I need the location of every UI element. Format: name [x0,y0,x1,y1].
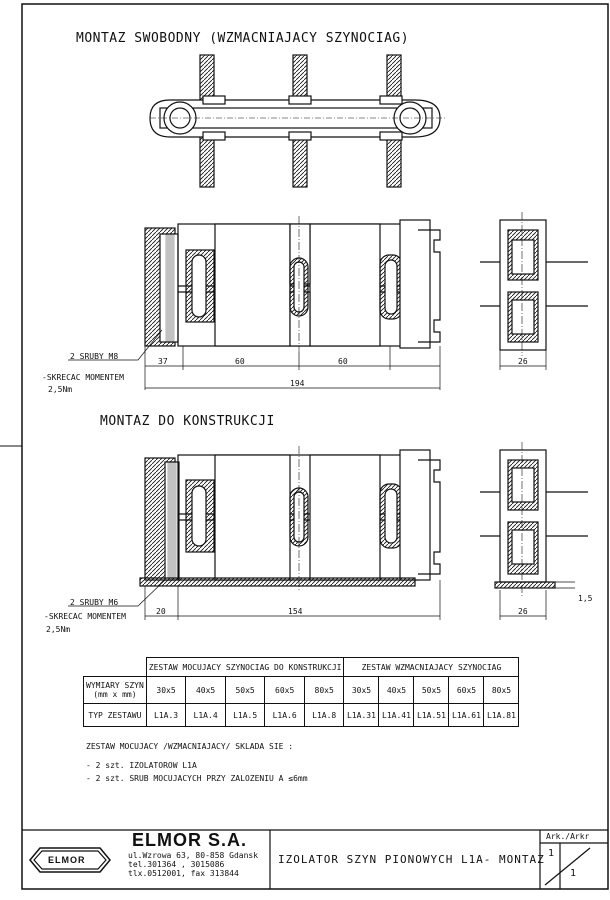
type-cell: L1A.3 [145,703,187,727]
sheet-label: Ark./Arkr [546,832,590,841]
note-line-3: - 2 szt. SRUB MOCUJACYCH PRZY ZALOZENIU … [86,774,308,783]
type-cell: L1A.31 [343,703,380,727]
size-cell: 60x5 [264,676,305,704]
type-cell: L1A.5 [224,703,266,727]
size-cell: 80x5 [483,676,520,704]
type-cell: L1A.4 [185,703,226,727]
dim-60-a: 60 [235,357,245,366]
dim-1-5: 1,5 [578,594,593,603]
side-view-2 [480,442,588,596]
dim-194: 194 [290,379,305,388]
type-cell: L1A.41 [378,703,415,727]
dim-26-b: 26 [518,607,528,616]
size-cell: 30x5 [343,676,380,704]
table-row-sizes: WYMIARY SZYN (mm x mm) 30x5 40x5 50x5 60… [83,676,520,704]
drawing-title: IZOLATOR SZYN PIONOWYCH L1A- MONTAZ [278,853,545,866]
types-label: TYP ZESTAWU [83,703,147,727]
heading-free-mount: MONTAZ SWOBODNY (WZMACNIAJACY SZYNOCIAG) [76,31,410,46]
note-line-1: ZESTAW MOCUJACY /WZMACNIAJACY/ SKLADA SI… [86,742,294,751]
group-a-header: ZESTAW MOCUJACY SZYNOCIAG DO KONSTRUKCJI [145,657,345,677]
size-cell: 50x5 [224,676,266,704]
top-view [149,54,445,188]
address-line-2: tel.301364 , 3015086 [128,860,225,869]
front-view-2 [139,446,441,590]
heading-structure-mount: MONTAZ DO KONSTRUKCJI [100,414,275,429]
title-block-frame [22,829,608,889]
sheet-total: 1 [570,868,577,879]
dim-20: 20 [156,607,166,616]
torque-label-1: -SKRECAC MOMENTEM [42,373,124,382]
side-view-1 [480,212,588,356]
size-cell: 80x5 [303,676,345,704]
sheet-frame [0,3,609,890]
sets-table: ZESTAW MOCUJACY SZYNOCIAG DO KONSTRUKCJI… [83,657,520,727]
sizes-label-1: WYMIARY SZYN [86,681,144,690]
address-line-1: ul.Wzrowa 63, 80-858 Gdansk [128,851,259,860]
dim-37: 37 [158,357,168,366]
type-cell: L1A.61 [448,703,485,727]
type-cell: L1A.51 [413,703,450,727]
front-view-1 [144,216,441,352]
note-line-2: - 2 szt. IZOLATOROW L1A [86,761,197,770]
dimensions-view-1 [68,329,547,390]
company-address: ul.Wzrowa 63, 80-858 Gdansk tel.301364 ,… [128,851,258,878]
size-cell: 30x5 [145,676,187,704]
size-cell: 60x5 [448,676,485,704]
company-name: ELMOR S.A. [132,830,248,850]
dimensions-view-2 [68,579,575,620]
type-cell: L1A.8 [303,703,345,727]
dim-154: 154 [288,607,303,616]
screw-label-2: 2 SRUBY M6 [70,598,119,607]
group-b-header: ZESTAW WZMACNIAJACY SZYNOCIAG [343,657,520,677]
sizes-label-2: (mm x mm) [93,690,137,699]
company-logo: ELMOR [48,855,86,865]
notes: ZESTAW MOCUJACY /WZMACNIAJACY/ SKLADA SI… [86,740,308,785]
size-cell: 50x5 [413,676,450,704]
size-cell: 40x5 [185,676,226,704]
torque-value-1: 2,5Nm [48,385,73,394]
torque-label-2: -SKRECAC MOMENTEM [44,612,126,621]
address-line-3: tlx.0512001, fax 313844 [128,869,239,878]
size-cell: 40x5 [378,676,415,704]
table-row-types: TYP ZESTAWU L1A.3 L1A.4 L1A.5 L1A.6 L1A.… [83,703,520,727]
dim-26-a: 26 [518,357,528,366]
sheet-number: 1 [548,848,555,859]
torque-value-2: 2,5Nm [46,625,71,634]
table-group-row: ZESTAW MOCUJACY SZYNOCIAG DO KONSTRUKCJI… [83,657,520,677]
type-cell: L1A.81 [483,703,520,727]
screw-label-1: 2 SRUBY M8 [70,352,119,361]
type-cell: L1A.6 [264,703,305,727]
dim-60-b: 60 [338,357,348,366]
